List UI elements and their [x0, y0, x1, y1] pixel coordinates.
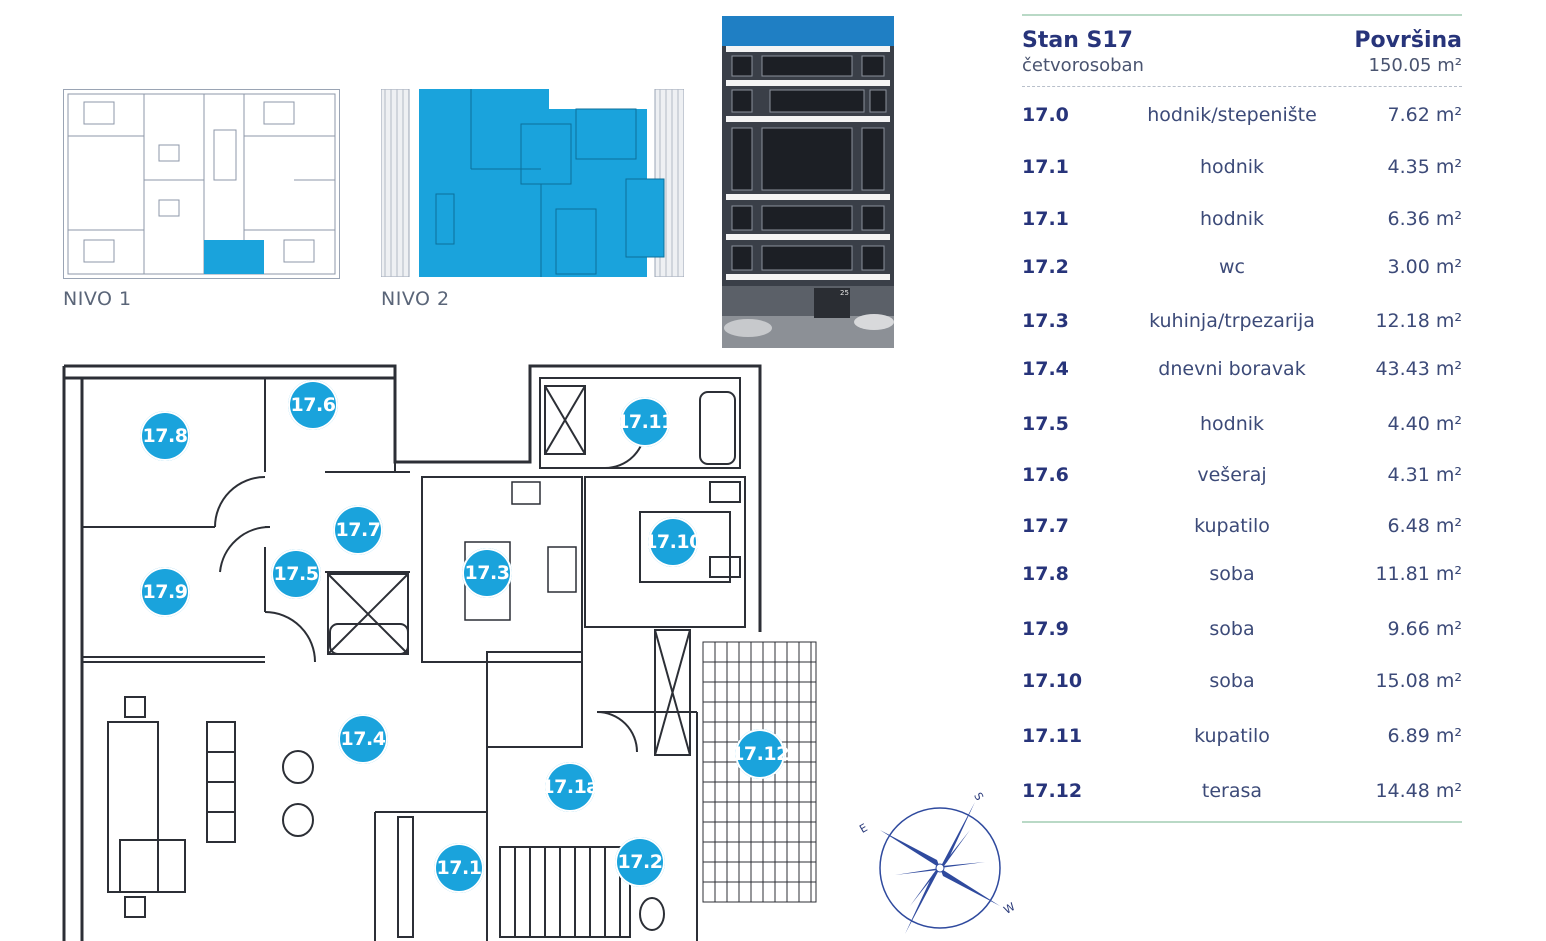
room-bubble-17-9[interactable]: 17.9 — [140, 567, 190, 617]
area-header: Površina — [1354, 28, 1462, 53]
room-area: 6.36 m² — [1387, 208, 1462, 230]
room-code: 17.9 — [1022, 618, 1069, 640]
table-top-rule — [1022, 14, 1462, 16]
room-area: 4.40 m² — [1387, 413, 1462, 435]
room-area: 15.08 m² — [1375, 670, 1462, 692]
table-row: 17.9 soba 9.66 m² — [1022, 618, 1462, 640]
room-bubble-17-7[interactable]: 17.7 — [333, 505, 383, 555]
room-name: kuhinja/trpezarija — [1149, 310, 1315, 332]
room-area: 4.31 m² — [1387, 464, 1462, 486]
compass-rose-icon — [879, 802, 1001, 934]
room-code: 17.1 — [1022, 156, 1069, 178]
room-bubble-17-3[interactable]: 17.3 — [462, 548, 512, 598]
table-bottom-rule — [1022, 821, 1462, 823]
room-bubble-17-1a[interactable]: 17.1a — [541, 762, 599, 812]
room-code: 17.2 — [1022, 256, 1069, 278]
table-row: 17.12 terasa 14.48 m² — [1022, 780, 1462, 802]
room-name: hodnik — [1199, 156, 1265, 178]
table-row: 17.3 kuhinja/trpezarija 12.18 m² — [1022, 310, 1462, 332]
room-name: hodnik — [1199, 413, 1265, 435]
building-number: 25 — [840, 289, 849, 297]
level2-label: NIVO 2 — [381, 288, 450, 310]
room-area: 12.18 m² — [1375, 310, 1462, 332]
room-name: terasa — [1201, 780, 1263, 802]
table-row: 17.11 kupatilo 6.89 m² — [1022, 725, 1462, 747]
room-area: 14.48 m² — [1375, 780, 1462, 802]
room-code: 17.5 — [1022, 413, 1069, 435]
table-row: 17.6 vešeraj 4.31 m² — [1022, 464, 1462, 486]
facade-drawing — [722, 16, 894, 348]
apartment-subtitle: četvorosoban — [1022, 55, 1144, 76]
room-code: 17.11 — [1022, 725, 1083, 747]
room-name: wc — [1219, 256, 1245, 278]
room-area: 3.00 m² — [1387, 256, 1462, 278]
table-row: 17.1 hodnik 4.35 m² — [1022, 156, 1462, 178]
room-area: 7.62 m² — [1387, 104, 1462, 126]
table-header: Stan S17 četvorosoban Površina 150.05 m² — [1022, 16, 1462, 76]
level1-plan-drawing — [67, 93, 336, 275]
room-name: soba — [1209, 563, 1255, 585]
room-area: 4.35 m² — [1387, 156, 1462, 178]
table-row: 17.1 hodnik 6.36 m² — [1022, 208, 1462, 230]
table-row: 17.10 soba 15.08 m² — [1022, 670, 1462, 692]
table-row: 17.5 hodnik 4.40 m² — [1022, 413, 1462, 435]
table-row: 17.2 wc 3.00 m² — [1022, 256, 1462, 278]
room-name: soba — [1209, 670, 1255, 692]
table-row: 17.0 hodnik/stepenište 7.62 m² — [1022, 104, 1462, 126]
level1-plan-thumbnail[interactable] — [63, 89, 340, 279]
room-bubble-17-12[interactable]: 17.12 — [731, 729, 789, 779]
total-area: 150.05 m² — [1368, 55, 1462, 76]
room-bubble-17-2[interactable]: 17.2 — [615, 837, 665, 887]
header-divider — [1022, 86, 1462, 87]
room-bubble-17-10[interactable]: 17.10 — [644, 517, 702, 567]
apartment-title: Stan S17 — [1022, 28, 1133, 53]
room-code: 17.4 — [1022, 358, 1069, 380]
room-bubble-17-8[interactable]: 17.8 — [140, 411, 190, 461]
room-name: dnevni boravak — [1158, 358, 1306, 380]
room-code: 17.7 — [1022, 515, 1069, 537]
room-area: 6.89 m² — [1387, 725, 1462, 747]
room-area-table: Stan S17 četvorosoban Površina 150.05 m²… — [1022, 14, 1462, 823]
level2-plan-thumbnail[interactable] — [381, 89, 684, 277]
room-bubble-17-5[interactable]: 17.5 — [271, 549, 321, 599]
room-bubble-17-4[interactable]: 17.4 — [338, 714, 388, 764]
table-row: 17.8 soba 11.81 m² — [1022, 563, 1462, 585]
room-name: soba — [1209, 618, 1255, 640]
room-area: 6.48 m² — [1387, 515, 1462, 537]
room-code: 17.1 — [1022, 208, 1069, 230]
room-name: hodnik — [1199, 208, 1265, 230]
level2-plan-drawing — [381, 89, 684, 277]
room-area: 43.43 m² — [1375, 358, 1462, 380]
room-name: kupatilo — [1194, 725, 1270, 747]
room-code: 17.10 — [1022, 670, 1083, 692]
room-code: 17.3 — [1022, 310, 1069, 332]
room-bubble-17-6[interactable]: 17.6 — [288, 380, 338, 430]
room-code: 17.8 — [1022, 563, 1069, 585]
room-name: hodnik/stepenište — [1147, 104, 1317, 126]
room-code: 17.6 — [1022, 464, 1069, 486]
room-name: vešeraj — [1197, 464, 1267, 486]
table-row: 17.4 dnevni boravak 43.43 m² — [1022, 358, 1462, 380]
room-name: kupatilo — [1194, 515, 1270, 537]
building-facade-image: 25 — [722, 16, 894, 348]
room-area: 11.81 m² — [1375, 563, 1462, 585]
room-bubble-17-1[interactable]: 17.1 — [434, 843, 484, 893]
room-area: 9.66 m² — [1387, 618, 1462, 640]
table-row: 17.7 kupatilo 6.48 m² — [1022, 515, 1462, 537]
room-code: 17.12 — [1022, 780, 1083, 802]
room-code: 17.0 — [1022, 104, 1069, 126]
room-bubble-17-11[interactable]: 17.11 — [616, 397, 674, 447]
level1-label: NIVO 1 — [63, 288, 132, 310]
